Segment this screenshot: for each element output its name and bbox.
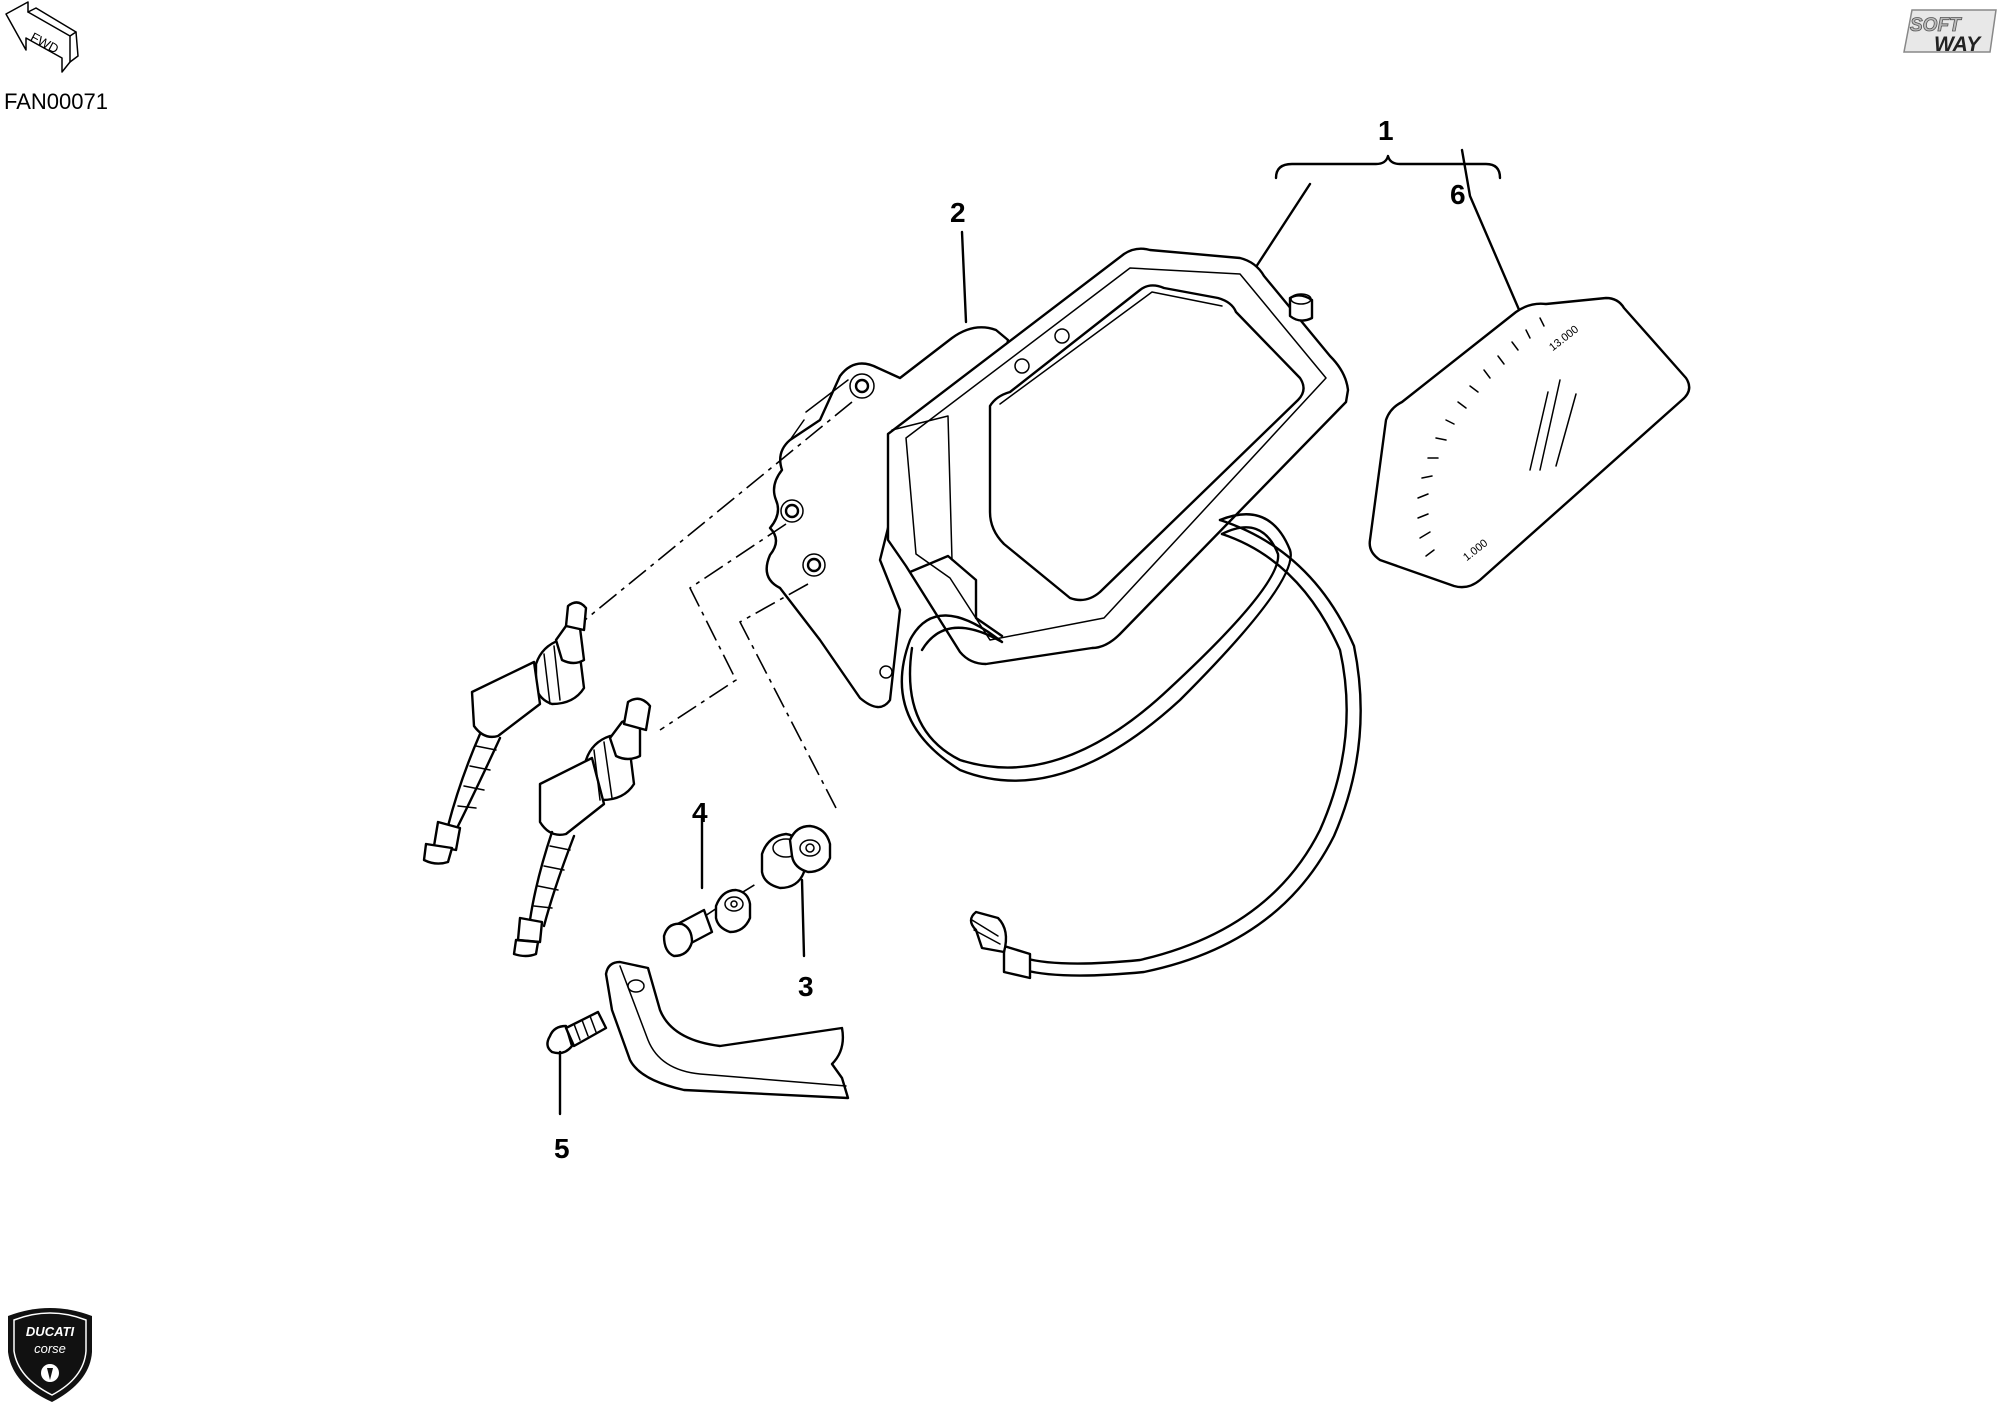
ducati-corse-logo: DUCATI corse — [8, 1308, 92, 1402]
mounting-bracket — [604, 960, 850, 1100]
ducati-logo-line2: corse — [34, 1341, 66, 1356]
drawing-code: FAN00071 — [4, 89, 108, 114]
callout-6: 6 — [1450, 179, 1466, 210]
callout-2: 2 — [950, 197, 966, 228]
callout-1: 1 — [1378, 115, 1394, 146]
callout-1-bracket — [1252, 154, 1502, 272]
softway-logo-line1: SOFT — [1910, 15, 1962, 36]
part-3-grommet — [760, 824, 832, 958]
dial-tick-marks — [1417, 317, 1545, 557]
fwd-label: FWD — [28, 29, 61, 56]
softway-logo: SOFT WAY — [1903, 9, 1997, 56]
part-5-screw — [546, 1010, 608, 1116]
callout-4: 4 — [692, 797, 708, 828]
part-1-instrument-housing — [886, 247, 1350, 666]
softway-logo-line2: WAY — [1934, 33, 1982, 56]
dial-glare-lines — [1529, 379, 1577, 471]
callout-2-leader — [960, 230, 968, 324]
speedometer-cable — [900, 513, 1362, 980]
fwd-arrow-icon: FWD — [5, 1, 79, 73]
callout-labels: 1 2 3 4 5 6 — [554, 115, 1466, 1164]
callout-5: 5 — [554, 1133, 570, 1164]
indicator-lamp-lower — [512, 697, 652, 958]
callout-3: 3 — [798, 971, 814, 1002]
part-6-dial-plate: 13.000 1.000 — [1368, 148, 1691, 589]
ducati-logo-line1: DUCATI — [26, 1324, 75, 1339]
part-4-bush — [662, 814, 752, 958]
indicator-lamp-upper — [422, 601, 588, 865]
